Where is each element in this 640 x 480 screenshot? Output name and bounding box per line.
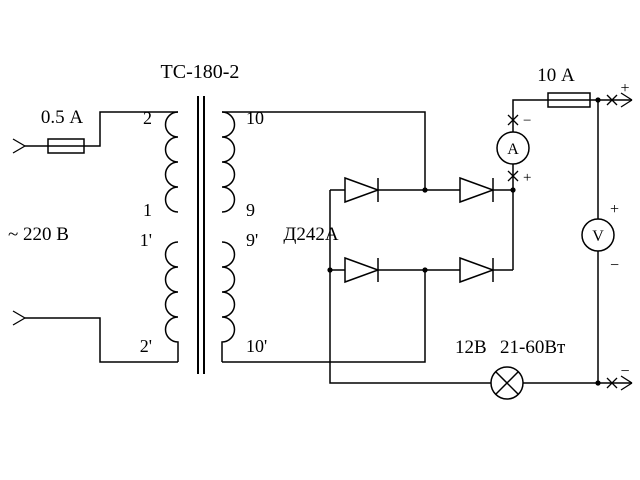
lamp-voltage-label: 12В	[455, 337, 487, 358]
voltmeter-minus-label: −	[610, 257, 619, 274]
transformer-label: ТС-180-2	[161, 61, 240, 83]
ammeter-minus-label: −	[523, 113, 531, 129]
voltmeter-letter: V	[592, 228, 604, 245]
diode-bottom-right	[459, 256, 496, 284]
secondary-fuse-label: 10 А	[537, 65, 575, 86]
diode-top-left	[344, 176, 381, 204]
ammeter-body	[496, 131, 530, 165]
junction-ac-bottom	[422, 267, 428, 273]
primary-fuse	[47, 138, 85, 154]
input-terminal-bottom	[12, 310, 26, 326]
secondary-winding-lower	[221, 241, 236, 362]
ammeter-letter: А	[507, 141, 519, 158]
voltmeter-plus-label: +	[610, 201, 619, 218]
diode-bottom-left	[344, 256, 381, 284]
mains-bottom-wire	[25, 317, 178, 363]
mains-label: ~ 220 В	[8, 224, 69, 245]
mains-top-wire	[25, 111, 178, 147]
secondary-top-wire	[222, 111, 426, 190]
output-terminal-minus	[606, 375, 633, 391]
secondary-tap-10p-label: 10'	[246, 336, 267, 356]
ammeter-plus-terminal-cross	[507, 170, 519, 182]
secondary-fuse	[547, 92, 591, 108]
primary-tap-2p-label: 2'	[140, 336, 152, 356]
diode-top-right	[459, 176, 496, 204]
secondary-winding-upper	[221, 111, 236, 213]
bridge-label: Д242А	[283, 224, 338, 245]
output-terminal-plus	[606, 92, 633, 108]
input-terminal-top	[12, 138, 26, 154]
voltmeter-body	[581, 218, 615, 252]
junction-ac-top	[422, 187, 428, 193]
labels: ТС-180-2 0.5 А ~ 220 В 2 1 1' 2' 10 9 9'…	[8, 61, 630, 380]
primary-winding-lower	[164, 241, 179, 362]
lamp-body	[490, 366, 524, 400]
ammeter-plus-label: +	[523, 170, 531, 186]
output-minus-label: −	[620, 363, 629, 380]
secondary-tap-10-label: 10	[246, 108, 264, 128]
secondary-tap-9-label: 9	[246, 200, 255, 220]
junction-voltmeter-top	[595, 97, 601, 103]
primary-tap-2-label: 2	[143, 108, 152, 128]
junction-minus	[327, 267, 333, 273]
ammeter-minus-terminal-cross	[507, 114, 519, 126]
junction-plus	[510, 187, 516, 193]
junction-voltmeter-bottom	[595, 380, 601, 386]
primary-winding-upper	[164, 111, 179, 213]
secondary-tap-9p-label: 9'	[246, 230, 258, 250]
components	[12, 92, 633, 400]
primary-fuse-label: 0.5 А	[41, 107, 84, 128]
minus-output-wire	[329, 270, 632, 384]
output-plus-label: +	[620, 80, 629, 97]
lamp-power-label: 21-60Вт	[500, 337, 566, 358]
primary-tap-1p-label: 1'	[140, 230, 152, 250]
primary-tap-1-label: 1	[143, 200, 152, 220]
secondary-bottom-wire	[222, 270, 426, 363]
